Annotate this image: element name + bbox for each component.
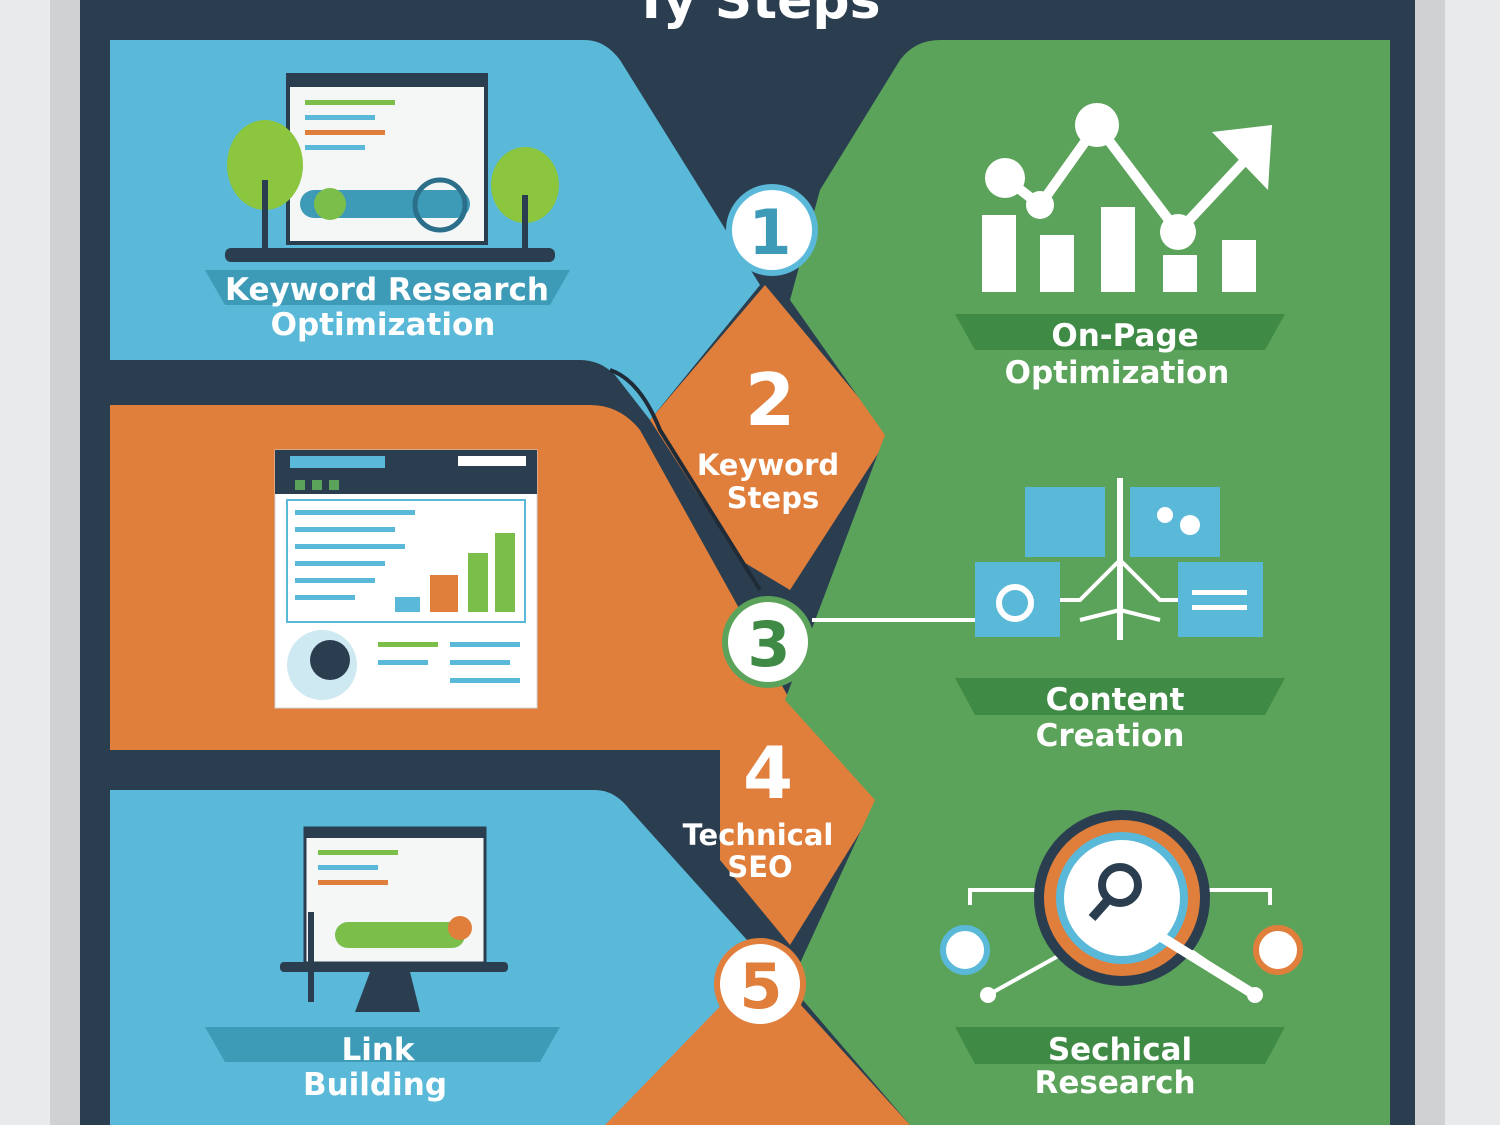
infographic-title: Ty Steps — [633, 0, 880, 31]
step2-label-line2: Steps — [727, 481, 819, 515]
sechnical-label-line2: Research — [1034, 1065, 1195, 1101]
browser-with-trees-icon — [225, 73, 559, 262]
content-label-line2: Creation — [1036, 718, 1185, 754]
step1-number: 1 — [748, 196, 791, 269]
ribbon-link — [205, 1027, 560, 1062]
step4-number: 4 — [743, 731, 793, 815]
content-label-line1: Content — [1046, 682, 1185, 718]
ribbon-content — [955, 678, 1285, 715]
step3-number: 3 — [747, 608, 790, 681]
link-label-line1: Link — [341, 1032, 415, 1068]
frame-right — [1415, 0, 1445, 1125]
step4-label-line2: SEO — [727, 850, 792, 884]
step3-badge: 3 — [722, 596, 814, 688]
on-page-label-line2: Optimization — [1005, 355, 1230, 391]
step2-label-line1: Keyword — [697, 448, 839, 482]
green-panel — [785, 40, 1390, 1125]
step1-label-line2: Optimization — [271, 307, 496, 343]
ribbon-step1 — [205, 270, 570, 305]
link-label-line2: Building — [303, 1067, 447, 1103]
frame-left — [50, 0, 80, 1125]
content-network-icon — [812, 478, 1263, 640]
orange-diamond-4 — [720, 700, 880, 945]
step1-badge: 1 — [726, 184, 818, 276]
ribbon-sechnical — [955, 1027, 1285, 1064]
analytics-dashboard-icon — [274, 449, 538, 709]
monitor-icon — [280, 826, 508, 1012]
sechnical-label-line1: Sechical — [1048, 1032, 1192, 1068]
step2-number: 2 — [745, 358, 795, 442]
step5-badge: 5 — [714, 938, 806, 1030]
bar-chart-trend-icon — [982, 103, 1272, 292]
step1-label-line1: Keyword Research — [225, 272, 549, 308]
step4-label-line1: Technical — [683, 818, 834, 852]
orange-bottom — [600, 960, 910, 1125]
orange-diamond-2 — [650, 285, 890, 590]
magnifier-gear-icon — [940, 810, 1303, 1003]
ribbon-on-page — [955, 314, 1285, 350]
step5-number: 5 — [739, 950, 782, 1023]
on-page-label-line1: On-Page — [1051, 318, 1198, 354]
